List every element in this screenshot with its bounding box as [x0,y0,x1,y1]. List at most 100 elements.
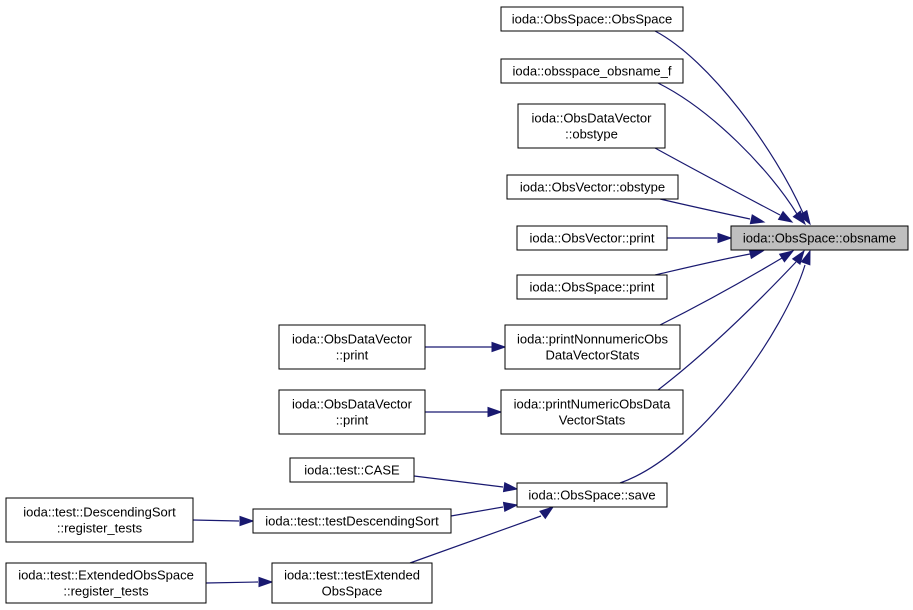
arrow-head [749,214,766,225]
node-label: ioda::ObsSpace::print [529,280,654,295]
edge-tds-to-save [450,501,519,517]
node-obsname-f[interactable]: ioda::obsspace_obsname_f [500,58,684,84]
edge-numeric-to-obsname [657,249,805,391]
edge-line [205,581,259,584]
node-box[interactable] [5,562,207,604]
node-box[interactable] [289,457,415,483]
edge-tds_reg-to-tds [192,515,255,527]
node-box[interactable] [504,324,681,370]
node-label: ioda::test::ExtendedObsSpace [18,568,194,583]
arrow-head [748,248,765,260]
node-label: ioda::test::DescendingSort [23,505,176,520]
node-ctor[interactable]: ioda::ObsSpace::ObsSpace [500,6,684,32]
node-label: ::print [336,348,369,363]
arrow-head [239,515,255,527]
arrow-head [502,501,519,513]
node-label: ::register_tests [57,521,143,536]
node-label: DataVectorStats [546,348,640,363]
arrow-head [491,341,507,353]
node-label: ioda::printNonnumericObs [517,332,669,347]
arrow-head [778,250,795,263]
edge-os_print-to-obsname [654,248,765,276]
node-dv-print1[interactable]: ioda::ObsDataVector::print [278,324,426,370]
node-ov-obstype[interactable]: ioda::ObsVector::obstype [506,174,679,200]
arrow-head [539,506,555,520]
node-box[interactable] [5,497,194,543]
edge-teos_reg-to-teos [205,576,274,588]
edge-line [450,506,504,517]
edge-line [657,82,798,215]
edge-line [657,261,797,391]
node-box[interactable] [500,6,684,32]
edge-obsname_f-to-obsname [657,82,806,226]
node-box[interactable] [516,225,668,251]
node-ov-print[interactable]: ioda::ObsVector::print [516,225,668,251]
node-box[interactable] [516,274,668,300]
node-box[interactable] [517,103,666,149]
node-save[interactable]: ioda::ObsSpace::save [516,482,668,508]
node-label: ioda::test::testExtended [284,568,420,583]
arrow-head [791,249,805,265]
edge-line [192,519,240,522]
node-label: ioda::ObsDataVector [532,111,653,126]
node-label: ::register_tests [63,584,149,599]
node-tds[interactable]: ioda::test::testDescendingSort [252,508,452,534]
node-box[interactable] [252,508,452,534]
node-label: ::obstype [565,127,618,142]
edge-line [654,30,804,214]
node-label: ioda::ObsDataVector [292,332,413,347]
edge-dv_print2-to-numeric [425,406,503,418]
arrow-head [717,232,733,244]
node-box[interactable] [500,58,684,84]
node-label: ObsSpace [322,584,383,599]
edge-nonnum-to-obsname [659,250,795,326]
edge-line [659,198,751,220]
node-label: ::print [336,413,369,428]
edge-line [409,515,542,564]
edge-dv_obstype-to-obsname [654,147,794,223]
node-label: ioda::obsspace_obsname_f [512,64,671,79]
node-box[interactable] [500,389,684,435]
node-box[interactable] [516,482,668,508]
node-label: ioda::ObsVector::print [529,231,654,246]
arrow-head [792,210,806,226]
node-dv-obstype[interactable]: ioda::ObsDataVector::obstype [517,103,666,149]
node-label: ioda::test::CASE [304,463,400,478]
node-os-print[interactable]: ioda::ObsSpace::print [516,274,668,300]
node-box[interactable] [506,174,679,200]
edge-save-to-obsname [619,249,811,484]
arrow-head [487,406,503,418]
node-box[interactable] [271,562,433,604]
edge-line [654,253,751,276]
node-label: ioda::ObsSpace::ObsSpace [512,12,672,27]
node-tds-reg[interactable]: ioda::test::DescendingSort::register_tes… [5,497,194,543]
node-label: ioda::ObsVector::obstype [520,180,665,195]
node-box[interactable] [278,389,426,435]
node-label: ioda::test::testDescendingSort [265,514,439,529]
node-case[interactable]: ioda::test::CASE [289,457,415,483]
node-label: ioda::ObsSpace::save [528,488,655,503]
edge-ov_obstype-to-obsname [659,198,766,225]
edge-dv_print1-to-nonnum [425,341,507,353]
node-box[interactable] [730,225,909,251]
edge-line [413,475,504,488]
node-teos-reg[interactable]: ioda::test::ExtendedObsSpace::register_t… [5,562,207,604]
node-label: ioda::ObsSpace::obsname [743,231,896,246]
arrow-head [800,249,811,266]
node-obsname[interactable]: ioda::ObsSpace::obsname [730,225,909,251]
node-label: ioda::ObsDataVector [292,397,413,412]
edge-ov_print-to-obsname [667,232,733,244]
arrow-head [258,576,274,588]
edge-line [619,264,806,484]
edges-layer [192,30,811,588]
arrow-head [502,481,519,493]
arrow-head [777,210,794,223]
node-dv-print2[interactable]: ioda::ObsDataVector::print [278,389,426,435]
edge-line [654,147,781,216]
node-box[interactable] [278,324,426,370]
edge-case-to-save [413,475,519,493]
